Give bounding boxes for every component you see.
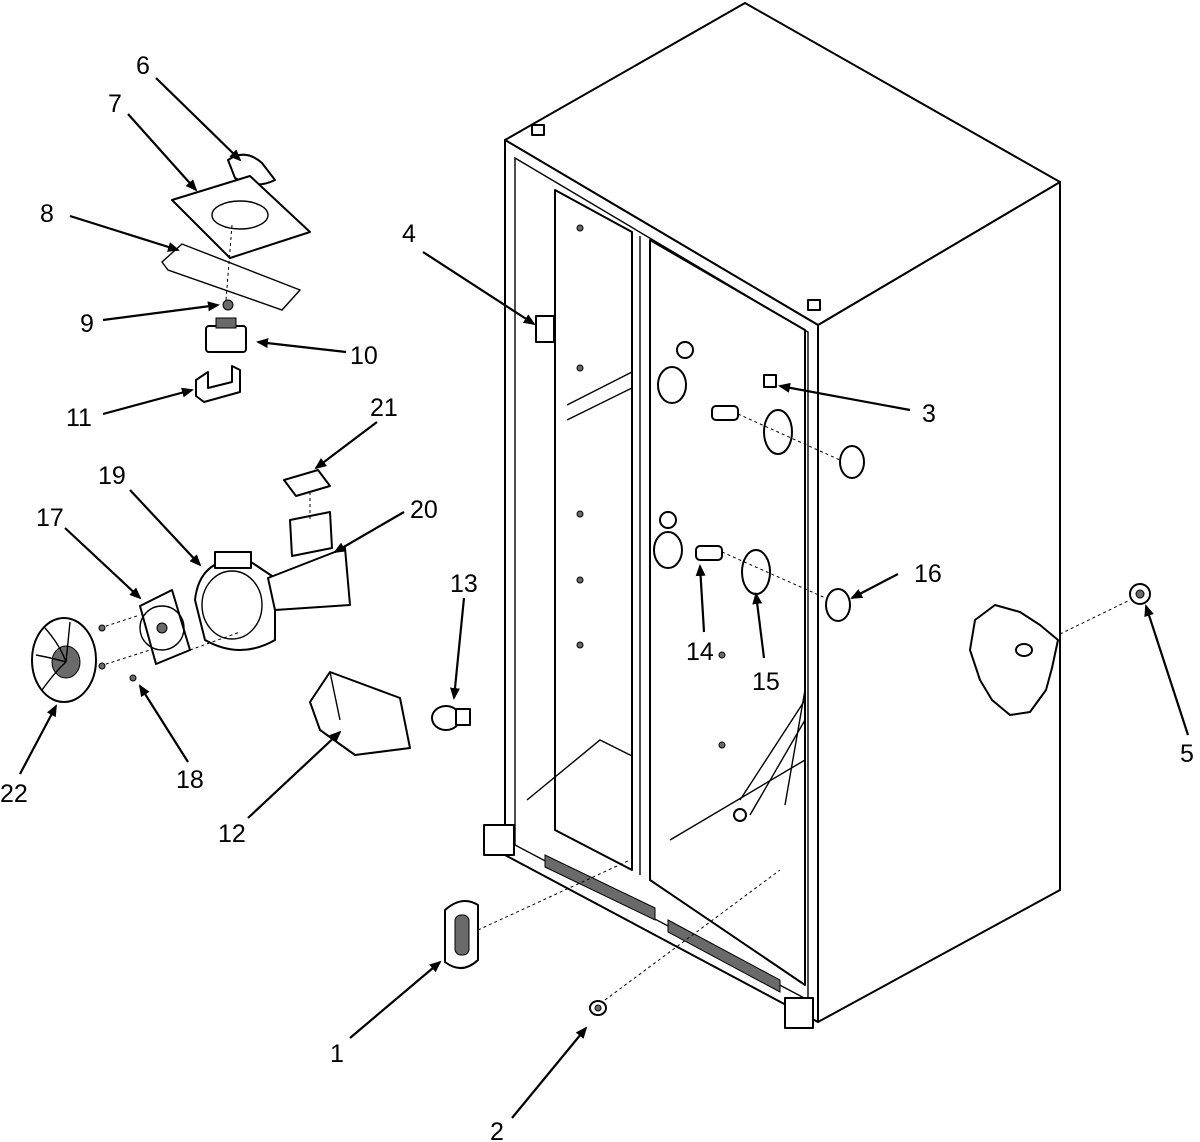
freezer-hole <box>576 510 584 518</box>
bottom-vent-slot-right <box>667 919 781 993</box>
freezer-compartment <box>554 189 633 871</box>
leader-19 <box>129 489 202 567</box>
top-corner-mark <box>531 124 545 136</box>
leader-11 <box>102 387 194 416</box>
leader-10 <box>256 338 347 354</box>
callout-16: 16 <box>914 560 942 588</box>
fresh-food-hole <box>718 651 726 659</box>
part-bracket <box>195 365 241 403</box>
part-fan-bracket <box>267 480 351 611</box>
callout-18: 18 <box>176 766 204 794</box>
part-screw <box>129 674 137 682</box>
callout-22: 22 <box>0 780 28 808</box>
callout-8: 8 <box>40 200 54 228</box>
leader-13 <box>450 597 466 700</box>
freezer-shelf-rail <box>566 370 633 421</box>
part-clip <box>763 374 777 388</box>
part-retainer <box>222 299 234 311</box>
callout-3: 3 <box>922 400 936 428</box>
callout-21: 21 <box>370 394 398 422</box>
callout-13: 13 <box>450 570 478 598</box>
callout-7: 7 <box>108 90 122 118</box>
callout-6: 6 <box>136 52 150 80</box>
leader-15 <box>752 592 766 659</box>
part-fan-blade <box>31 617 97 703</box>
lower-left-hinge <box>483 824 515 856</box>
fresh-food-hole <box>718 741 726 749</box>
fresh-food-floor-right <box>784 689 806 806</box>
rear-insulation-patch <box>969 604 1059 716</box>
part-plug-upper <box>839 445 865 479</box>
cabinet-side-panel <box>817 181 1061 1023</box>
fresh-food-floor-ramp <box>739 697 806 816</box>
leader-7 <box>127 113 198 192</box>
part-lamp-cover <box>309 671 411 756</box>
leader-1 <box>349 960 442 1039</box>
freezer-hole <box>576 364 584 372</box>
part-tape <box>283 469 331 497</box>
leader-22 <box>19 704 57 775</box>
fresh-food-port <box>659 511 677 529</box>
part-plug-lower <box>825 588 851 622</box>
rear-patch-hole <box>1015 643 1033 657</box>
drain-hole <box>733 808 747 822</box>
leader-20 <box>333 511 405 554</box>
part-nut <box>1059 583 1151 635</box>
callout-15: 15 <box>752 668 780 696</box>
callout-4: 4 <box>402 220 416 248</box>
leader-21 <box>314 421 378 470</box>
leader-9 <box>102 301 220 322</box>
leader-6 <box>155 77 242 162</box>
leader-16 <box>850 573 899 599</box>
callout-10: 10 <box>350 342 378 370</box>
part-motor <box>205 317 247 353</box>
part-evaporator-fan <box>99 589 241 667</box>
fresh-food-port <box>676 341 694 359</box>
part-fan-shroud <box>194 551 276 651</box>
part-screw <box>98 624 106 632</box>
part-shelf-clip-lower <box>695 545 723 561</box>
leader-14 <box>695 564 706 633</box>
cabinet <box>483 2 1061 1029</box>
callout-17: 17 <box>36 504 64 532</box>
top-corner-mark <box>807 299 821 311</box>
freezer-hole <box>576 224 584 232</box>
part-bulb <box>431 705 471 731</box>
leader-18 <box>138 684 189 763</box>
leader-2 <box>511 1026 588 1119</box>
fresh-food-cap-lower <box>653 531 683 569</box>
leader-4 <box>422 251 536 326</box>
callout-1: 1 <box>330 1040 344 1068</box>
leader-3 <box>778 382 911 412</box>
fresh-food-compartment <box>649 239 806 986</box>
bottom-vent-slot-left <box>544 854 656 921</box>
callout-12: 12 <box>218 820 246 848</box>
callout-5: 5 <box>1180 740 1194 768</box>
lower-right-hinge <box>784 997 814 1029</box>
freezer-floor <box>526 739 633 801</box>
part-screw <box>98 662 106 670</box>
part-light-shield <box>444 859 631 969</box>
callout-14: 14 <box>686 638 714 666</box>
leader-8 <box>69 214 180 252</box>
fresh-food-floor-left <box>669 759 806 841</box>
callout-20: 20 <box>410 496 438 524</box>
callout-9: 9 <box>80 310 94 338</box>
fresh-food-cap-upper <box>657 366 687 404</box>
part-switch <box>535 315 555 343</box>
callout-2: 2 <box>490 1118 504 1142</box>
freezer-hole <box>576 576 584 584</box>
part-air-diffuser <box>171 175 311 301</box>
part-washer <box>589 869 781 1016</box>
freezer-hole <box>576 641 584 649</box>
callout-11: 11 <box>66 404 92 432</box>
leader-5 <box>1144 604 1190 736</box>
leader-17 <box>64 527 142 600</box>
part-shelf-clip-upper <box>711 405 739 421</box>
callout-19: 19 <box>98 462 126 490</box>
leader-12 <box>247 730 342 819</box>
